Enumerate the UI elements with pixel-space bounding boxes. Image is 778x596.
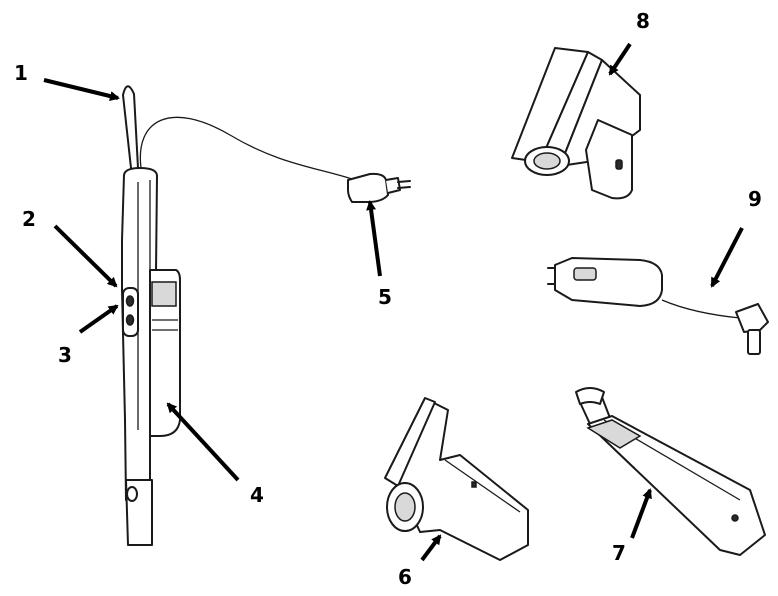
callout-4: 4 bbox=[250, 483, 264, 507]
hanging-loop bbox=[122, 85, 139, 169]
water-tank bbox=[149, 269, 181, 437]
wall-plug bbox=[347, 172, 411, 203]
wide-nozzle-attachment bbox=[384, 397, 529, 561]
button-lower bbox=[125, 314, 135, 326]
arrow-3 bbox=[78, 304, 119, 334]
callout-8: 8 bbox=[636, 9, 650, 33]
main-device-body bbox=[121, 85, 356, 546]
callout-6: 6 bbox=[398, 565, 412, 589]
callout-5: 5 bbox=[378, 285, 392, 309]
arrow-2 bbox=[53, 224, 118, 288]
callout-2: 2 bbox=[22, 207, 36, 231]
arrow-6 bbox=[420, 534, 442, 562]
car-charger bbox=[547, 257, 769, 355]
control-panel bbox=[122, 287, 139, 337]
round-brush-attachment bbox=[575, 387, 766, 556]
triangle-brush-attachment bbox=[511, 47, 641, 200]
arrow-7 bbox=[630, 488, 652, 539]
arrow-5 bbox=[366, 200, 382, 277]
arrow-4 bbox=[166, 402, 240, 482]
arrow-1 bbox=[43, 78, 120, 101]
callout-3: 3 bbox=[58, 343, 72, 367]
arrow-8 bbox=[608, 42, 632, 76]
arrow-9 bbox=[710, 227, 744, 288]
callout-9: 9 bbox=[748, 187, 762, 211]
callout-1: 1 bbox=[14, 61, 28, 85]
button-upper bbox=[125, 295, 135, 307]
charging-cable bbox=[139, 116, 356, 181]
callout-7: 7 bbox=[612, 541, 626, 565]
